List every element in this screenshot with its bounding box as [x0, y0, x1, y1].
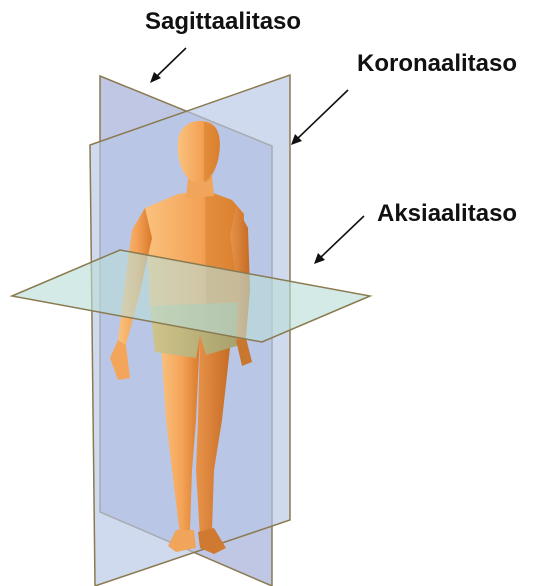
axial-plane-label: Aksiaalitaso	[377, 202, 517, 226]
axial-arrow	[314, 216, 364, 264]
sagittal-arrow	[150, 48, 186, 83]
sagittal-plane-label: Sagittaalitaso	[145, 10, 301, 34]
coronal-arrow	[291, 90, 348, 145]
coronal-plane-label: Koronaalitaso	[357, 52, 517, 76]
axial-plane	[12, 250, 370, 342]
